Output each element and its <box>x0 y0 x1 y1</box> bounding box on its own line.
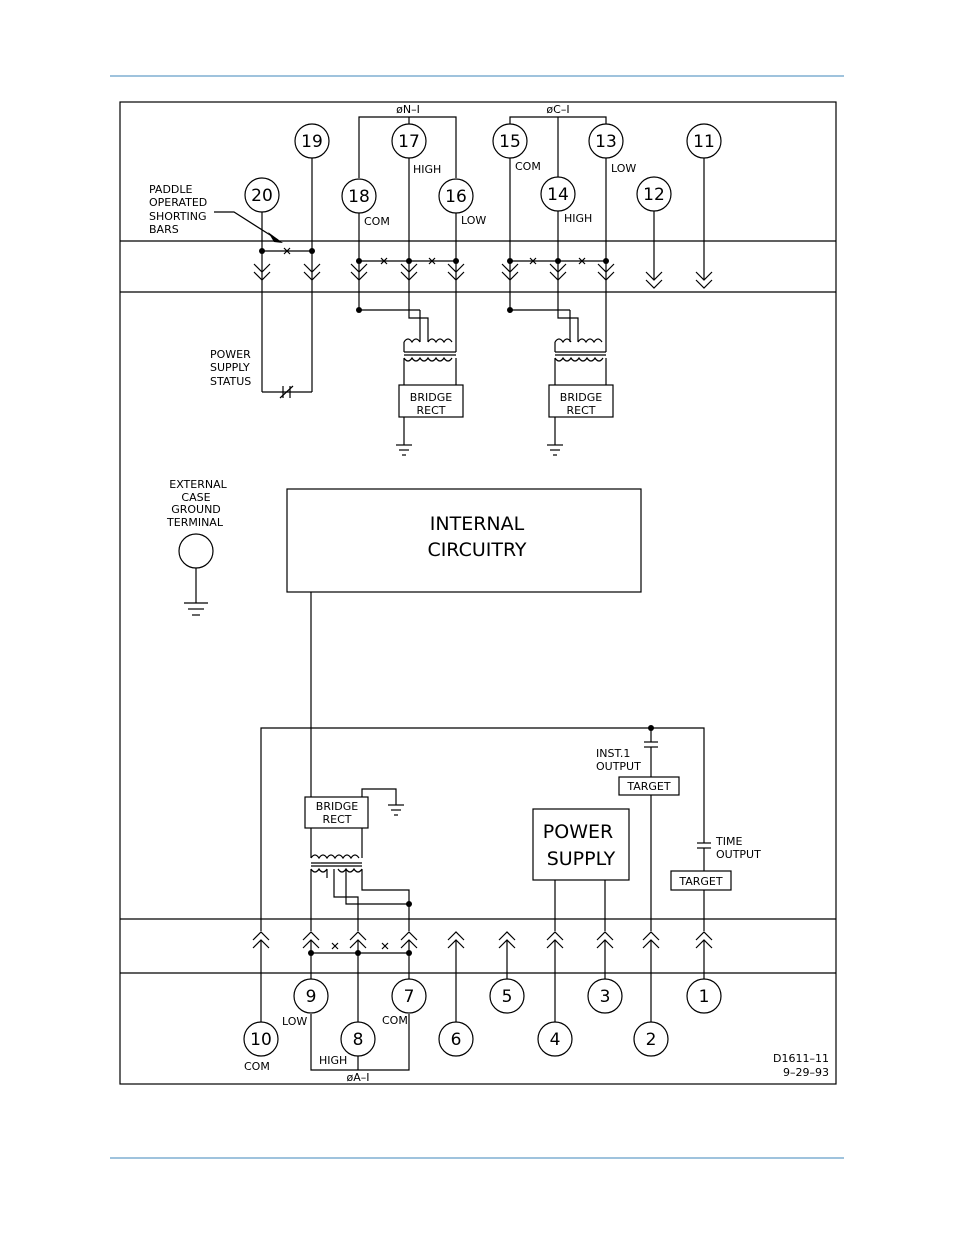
terminal-8-number: 8 <box>353 1030 364 1050</box>
inst-output-line2: OUTPUT <box>596 760 641 773</box>
terminal-8 <box>340 1021 376 1057</box>
terminal-17 <box>391 123 427 159</box>
terminal-18 <box>341 178 377 214</box>
power-supply-status-line3: STATUS <box>210 375 251 388</box>
ext-ground-line2: CASE <box>181 491 210 504</box>
terminal-12-number: 12 <box>643 185 665 205</box>
terminal-15 <box>492 123 528 159</box>
phase-c-label: øC–I <box>546 103 569 116</box>
terminal-9-label: LOW <box>282 1015 307 1028</box>
footer-rule <box>110 1157 844 1159</box>
terminal-5-number: 5 <box>502 987 513 1007</box>
bridge-rect-n-line2: RECT <box>417 404 446 417</box>
drawing-date: 9–29–93 <box>783 1066 829 1079</box>
terminal-7-label: COM <box>382 1014 408 1027</box>
terminal-2 <box>633 1021 669 1057</box>
terminal-1-number: 1 <box>699 987 710 1007</box>
inst-output-line1: INST.1 <box>596 747 630 760</box>
terminal-2-number: 2 <box>646 1030 657 1050</box>
paddle-note-line2: OPERATED <box>149 196 207 209</box>
paddle-note-line1: PADDLE <box>149 183 193 196</box>
terminal-20 <box>244 177 280 213</box>
power-supply-line2: SUPPLY <box>547 848 616 870</box>
terminal-14-label: HIGH <box>564 212 592 225</box>
terminal-4-number: 4 <box>550 1030 561 1050</box>
terminal-7-number: 7 <box>404 987 415 1007</box>
terminal-10-number: 10 <box>250 1030 272 1050</box>
terminal-5 <box>489 978 525 1014</box>
terminal-7 <box>391 978 427 1014</box>
terminal-18-number: 18 <box>348 187 370 207</box>
terminal-15-number: 15 <box>499 132 521 152</box>
terminal-13-label: LOW <box>611 162 636 175</box>
ext-ground-line4: TERMINAL <box>166 516 224 529</box>
terminal-13-number: 13 <box>595 132 617 152</box>
terminal-16-number: 16 <box>445 187 467 207</box>
phase-n-label: øN–I <box>396 103 420 116</box>
terminal-1 <box>686 978 722 1014</box>
power-supply-line1: POWER <box>543 821 613 843</box>
terminal-3 <box>587 978 623 1014</box>
internal-circuitry-line1: INTERNAL <box>430 513 525 535</box>
terminal-20-number: 20 <box>251 186 273 206</box>
paddle-note-line3: SHORTING <box>149 210 206 223</box>
power-supply-status-line2: SUPPLY <box>210 361 250 374</box>
time-output-line1: TIME <box>715 835 742 848</box>
inst-target-label: TARGET <box>626 780 671 793</box>
terminal-16 <box>438 178 474 214</box>
bridge-rect-n-line1: BRIDGE <box>410 391 452 404</box>
terminal-18-label: COM <box>364 215 390 228</box>
terminal-9 <box>293 978 329 1014</box>
terminal-9-number: 9 <box>306 987 317 1007</box>
phase-a-label: øA–I <box>347 1071 370 1084</box>
bridge-rect-a-line1: BRIDGE <box>316 800 358 813</box>
terminal-14 <box>540 176 576 212</box>
terminal-6-number: 6 <box>451 1030 462 1050</box>
terminal-12 <box>636 176 672 212</box>
terminal-8-label: HIGH <box>319 1054 347 1067</box>
terminal-19 <box>294 123 330 159</box>
terminal-10-label: COM <box>244 1060 270 1073</box>
terminal-17-number: 17 <box>398 132 420 152</box>
bridge-rect-a-line2: RECT <box>323 813 352 826</box>
ext-ground-line3: GROUND <box>171 503 221 516</box>
terminal-4 <box>537 1021 573 1057</box>
terminal-17-label: HIGH <box>413 163 441 176</box>
terminal-16-label: LOW <box>461 214 486 227</box>
terminal-3-number: 3 <box>600 987 611 1007</box>
time-target-label: TARGET <box>678 875 723 888</box>
ext-ground-line1: EXTERNAL <box>169 478 227 491</box>
terminal-11 <box>686 123 722 159</box>
drawing-id: D1611–11 <box>773 1052 829 1065</box>
terminal-13 <box>588 123 624 159</box>
header-rule <box>110 75 844 77</box>
power-supply-status-line1: POWER <box>210 348 251 361</box>
paddle-note-line4: BARS <box>149 223 179 236</box>
terminal-6 <box>438 1021 474 1057</box>
terminal-11-number: 11 <box>693 132 715 152</box>
internal-circuitry-line2: CIRCUITRY <box>427 539 526 561</box>
terminal-14-number: 14 <box>547 185 569 205</box>
terminal-19-number: 19 <box>301 132 323 152</box>
terminal-15-label: COM <box>515 160 541 173</box>
terminal-10 <box>243 1021 279 1057</box>
bridge-rect-c-line2: RECT <box>567 404 596 417</box>
time-output-line2: OUTPUT <box>716 848 761 861</box>
bridge-rect-c-line1: BRIDGE <box>560 391 602 404</box>
